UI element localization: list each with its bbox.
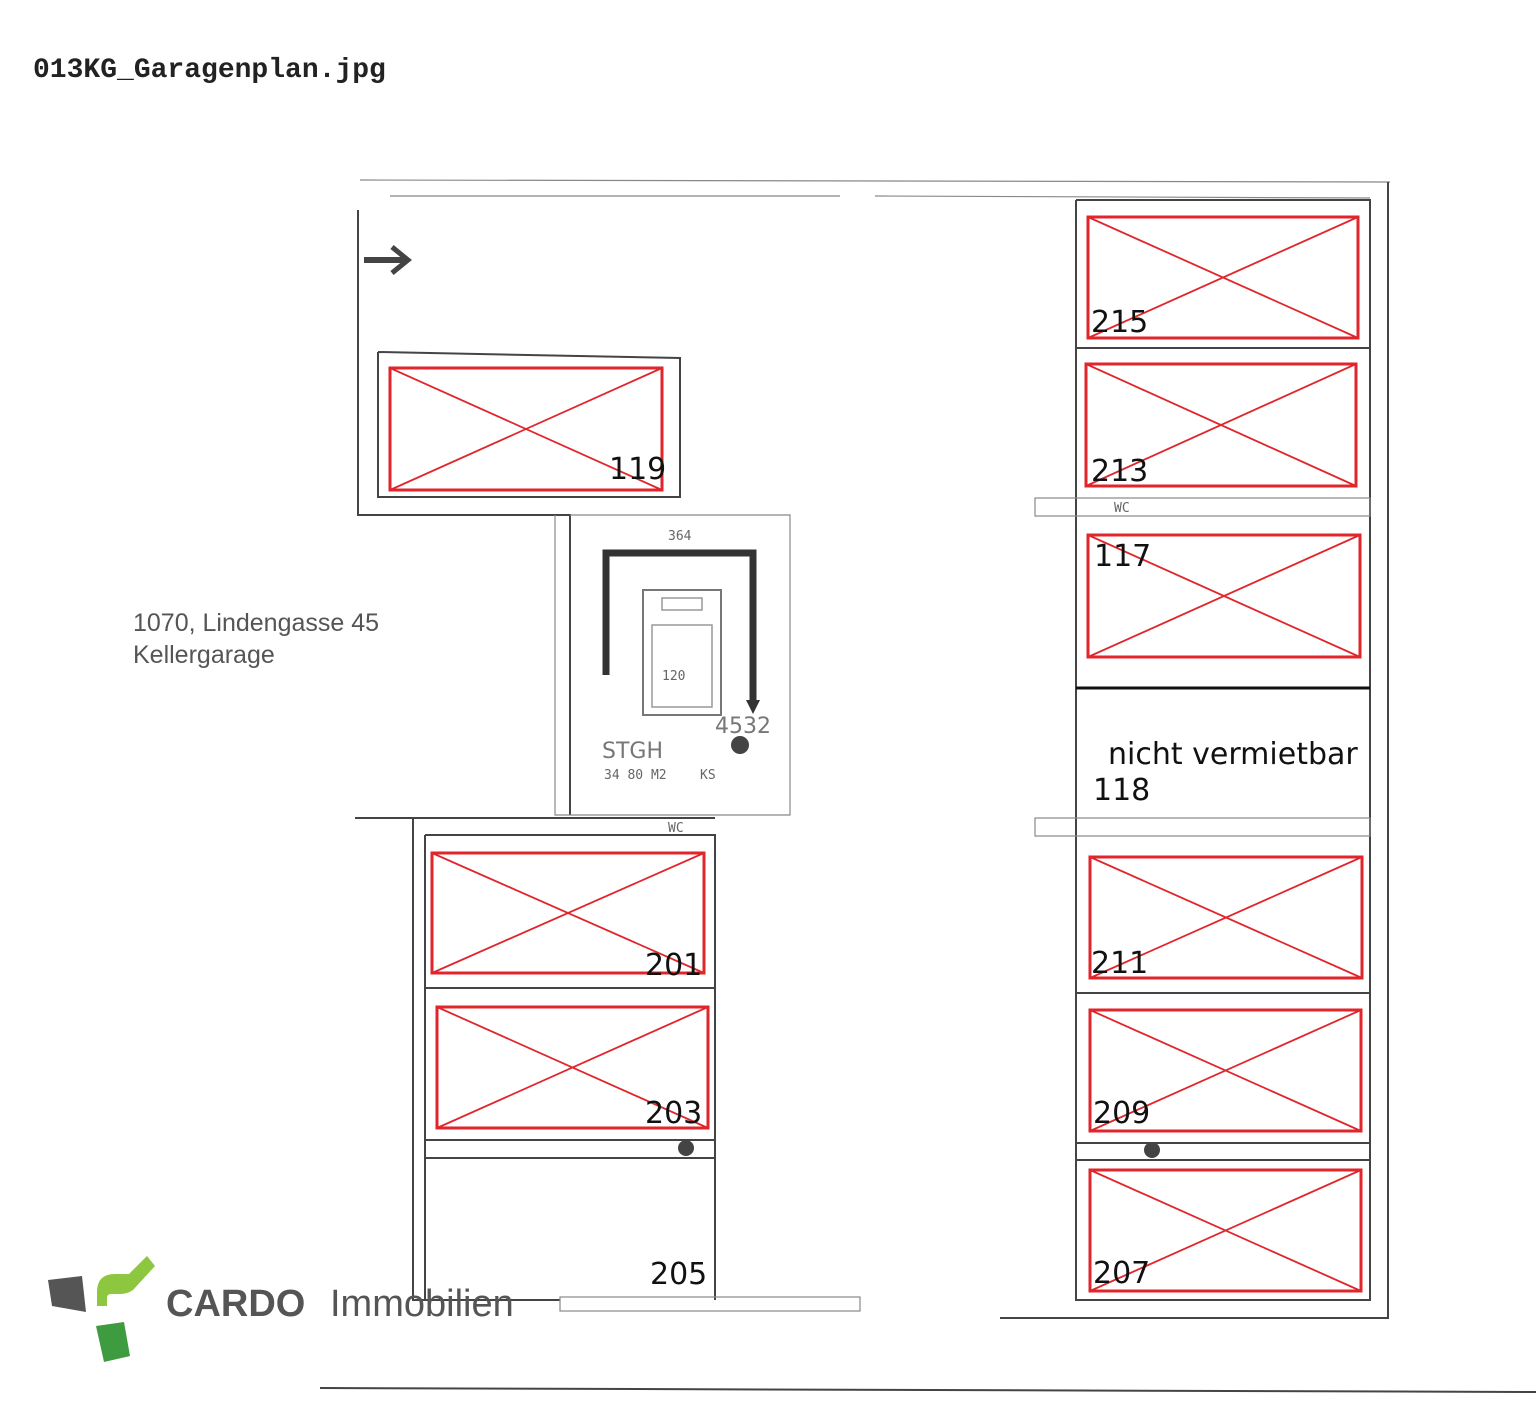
- stair-width: 364: [668, 529, 692, 544]
- space-number: 203: [645, 1096, 702, 1131]
- logo-green-shape: [97, 1256, 155, 1306]
- stairwell: 364 120 STGH 4532 34 80 M2 KS WC WC: [602, 501, 1130, 836]
- parking-space-215: 215: [1086, 215, 1360, 340]
- parking-space-119: 119: [388, 366, 666, 492]
- level-mark: 4532: [715, 714, 771, 739]
- space-number: 207: [1093, 1256, 1150, 1291]
- address-line: 1070, Lindengasse 45: [133, 609, 380, 637]
- stairwell-label: STGH: [602, 739, 663, 764]
- ks-label: KS: [700, 768, 716, 783]
- lift-size: 120: [662, 669, 685, 684]
- parking-space-213: 213: [1084, 362, 1358, 489]
- space-number: 118: [1093, 773, 1150, 808]
- space-number: 209: [1093, 1096, 1150, 1131]
- address-block: 1070, Lindengasse 45 Kellergarage: [133, 607, 379, 671]
- parking-space-118: nicht vermietbar 118: [1093, 737, 1358, 808]
- space-number: 119: [609, 452, 666, 487]
- entrance-arrow-icon: [364, 245, 412, 275]
- file-title: 013KG_Garagenplan.jpg: [33, 55, 386, 86]
- address-subtitle: Kellergarage: [133, 641, 275, 669]
- parking-space-211: 211: [1088, 855, 1364, 981]
- space-number: 211: [1091, 946, 1148, 981]
- walls: [319, 179, 1536, 1393]
- logo-dark-green-shape: [96, 1322, 130, 1362]
- parking-space-209: 209: [1088, 1008, 1363, 1133]
- wc-label-right: WC: [1114, 501, 1130, 516]
- logo-text-bold: CARDO: [166, 1283, 305, 1325]
- parking-space-117: 117: [1086, 533, 1362, 659]
- parking-space-207: 207: [1088, 1168, 1363, 1293]
- parking-space-205: 205: [650, 1257, 707, 1292]
- stairwell-area: 34 80 M2: [604, 768, 667, 783]
- logo-text-regular: Immobilien: [330, 1283, 514, 1325]
- space-number: 215: [1091, 305, 1148, 340]
- parking-space-201: 201: [430, 851, 706, 983]
- cardo-logo: CARDO Immobilien: [48, 1256, 514, 1362]
- space-number: 201: [645, 948, 702, 983]
- space-number: 213: [1091, 454, 1148, 489]
- space-number: 117: [1094, 539, 1151, 574]
- logo-gray-shape: [48, 1276, 86, 1312]
- wc-label: WC: [668, 821, 684, 836]
- parking-space-203: 203: [435, 1005, 710, 1131]
- space-number: 205: [650, 1257, 707, 1292]
- not-rentable-label: nicht vermietbar: [1108, 737, 1358, 772]
